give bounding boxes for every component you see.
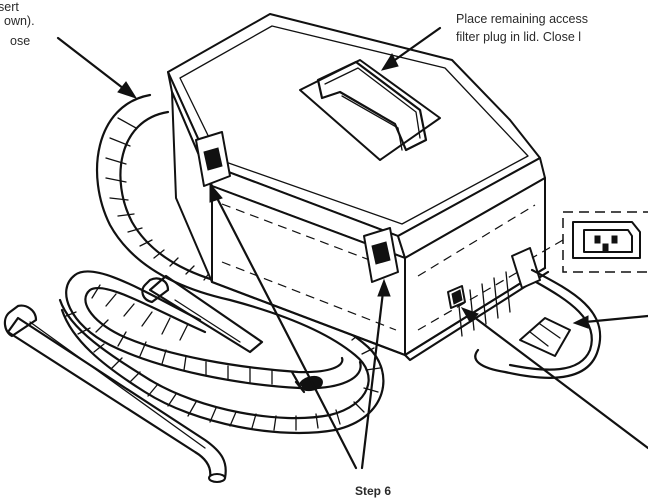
callout-arrows bbox=[56, 26, 648, 470]
left-latch bbox=[195, 131, 231, 187]
right-latch bbox=[363, 227, 399, 283]
step-label: Step 6 bbox=[355, 484, 392, 498]
right-callout-line-2: filter plug in lid. Close l bbox=[456, 30, 582, 44]
corrugated-hose bbox=[58, 93, 385, 435]
power-cord bbox=[474, 247, 602, 379]
right-callout-line-1: Place remaining access bbox=[456, 12, 589, 26]
power-switch bbox=[447, 285, 466, 309]
left-callout-line-1: sert bbox=[0, 0, 19, 14]
power-inlet-inset bbox=[531, 211, 648, 273]
extension-wand bbox=[3, 304, 227, 483]
left-callout-line-3: ose bbox=[10, 34, 31, 48]
vacuum-case bbox=[167, 13, 550, 362]
left-callout-line-2: own). bbox=[4, 14, 35, 28]
crevice-nozzle bbox=[141, 274, 264, 354]
floor-tool bbox=[290, 370, 323, 394]
